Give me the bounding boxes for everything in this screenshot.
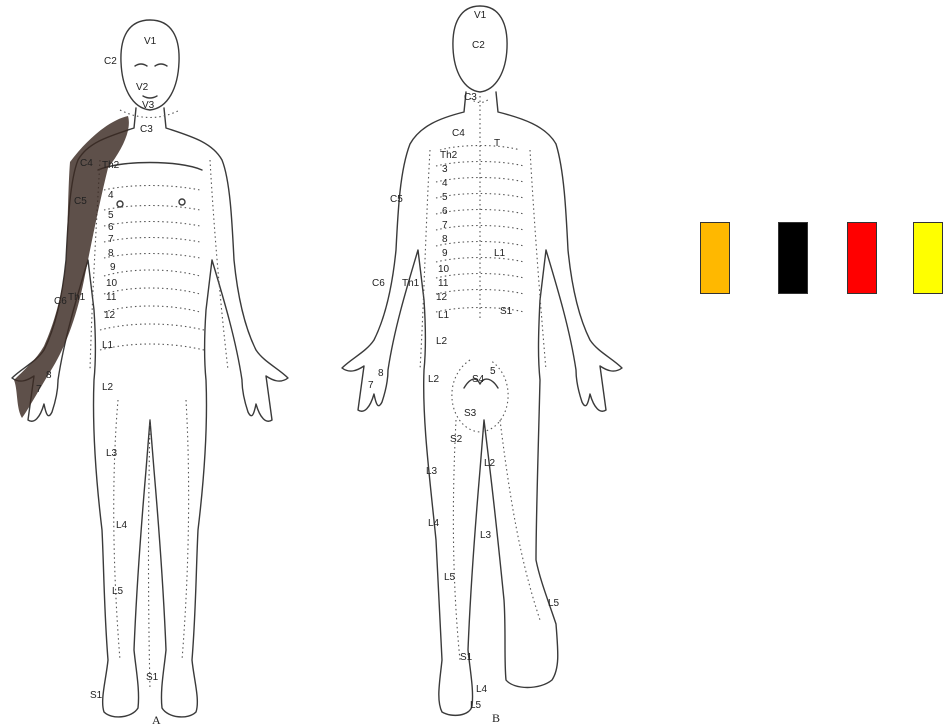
- posterior-body-outline: [342, 92, 622, 715]
- red-color-swatch: [847, 222, 877, 294]
- orange-color-swatch: [700, 222, 730, 294]
- posterior-label-s3: S3: [464, 408, 477, 419]
- anterior-label-t12: 12: [104, 310, 116, 321]
- black-color-swatch: [778, 222, 808, 294]
- anterior-label-v1: V1: [144, 36, 157, 47]
- anterior-label-l2: L2: [102, 382, 114, 393]
- posterior-label-l4: L4: [428, 518, 440, 529]
- posterior-label-l3: L3: [426, 466, 438, 477]
- anterior-label-s1-right: S1: [146, 672, 159, 683]
- posterior-label-s1-heel: S1: [460, 652, 473, 663]
- posterior-label-l1-spine: L1: [494, 248, 506, 259]
- anterior-label-t6: 6: [108, 222, 114, 233]
- anterior-body-outline: [12, 108, 288, 717]
- posterior-label-c2: C2: [472, 40, 485, 51]
- anterior-label-c5: C5: [74, 196, 87, 207]
- posterior-label-c8: 8: [378, 368, 384, 379]
- posterior-label-c5: C5: [390, 194, 403, 205]
- posterior-label-t4: 4: [442, 178, 448, 189]
- anterior-label-t4: 4: [108, 190, 114, 201]
- posterior-label-t9: 9: [442, 248, 448, 259]
- posterior-label-s5: 5: [490, 366, 496, 377]
- anterior-label-c2: C2: [104, 56, 117, 67]
- posterior-label-s2: S2: [450, 434, 463, 445]
- anterior-label-v3: V3: [142, 100, 155, 111]
- yellow-color-swatch: [913, 222, 943, 294]
- posterior-caption: B: [492, 711, 500, 725]
- posterior-label-t8: 8: [442, 234, 448, 245]
- anterior-figure: V1 C2 V2 V3 C3 C4 Th2 C5 4 5 6 7 8 9 10 …: [12, 20, 288, 727]
- anterior-label-t11: 11: [106, 292, 117, 303]
- posterior-label-l2: L2: [436, 336, 448, 347]
- posterior-label-l3b: L3: [480, 530, 492, 541]
- posterior-label-t: T: [494, 138, 500, 149]
- anterior-label-t10: 10: [106, 278, 118, 289]
- posterior-label-c4: C4: [452, 128, 465, 139]
- anterior-head: [121, 20, 179, 110]
- anterior-label-t7: 7: [108, 234, 114, 245]
- posterior-label-c3: C3: [464, 92, 477, 103]
- anterior-label-c6: C6: [54, 296, 67, 307]
- anterior-label-l4: L4: [116, 520, 128, 531]
- posterior-label-l5-foot: L5: [548, 598, 560, 609]
- anterior-label-t8: 8: [108, 248, 114, 259]
- posterior-label-t3: 3: [442, 164, 448, 175]
- anterior-label-c8: 8: [46, 370, 52, 381]
- posterior-label-v1: V1: [474, 10, 487, 21]
- posterior-label-c7: 7: [368, 380, 374, 391]
- posterior-label-s1-back: S1: [500, 306, 513, 317]
- anterior-label-th2: Th2: [102, 160, 120, 171]
- anterior-label-l5: L5: [112, 586, 124, 597]
- anterior-label-th1: Th1: [68, 292, 86, 303]
- anterior-label-t5: 5: [108, 210, 114, 221]
- posterior-label-l5-heel: L5: [470, 700, 482, 711]
- anterior-eyes: [135, 64, 167, 66]
- posterior-label-c6: C6: [372, 278, 385, 289]
- anterior-caption: A: [152, 713, 161, 727]
- anterior-right-nipple: [179, 199, 185, 205]
- anterior-label-c4: C4: [80, 158, 93, 169]
- posterior-label-t6: 6: [442, 206, 448, 217]
- posterior-label-t12: 12: [436, 292, 448, 303]
- anterior-label-l1: L1: [102, 340, 114, 351]
- anterior-label-c7: 7: [36, 384, 42, 395]
- posterior-label-l2c: L2: [484, 458, 496, 469]
- posterior-label-t11: 11: [438, 278, 449, 289]
- anterior-label-v2: V2: [136, 82, 149, 93]
- posterior-label-l1: L1: [438, 310, 450, 321]
- anterior-label-t9: 9: [110, 262, 116, 273]
- posterior-label-l5: L5: [444, 572, 456, 583]
- posterior-label-t10: 10: [438, 264, 450, 275]
- anterior-label-c3: C3: [140, 124, 153, 135]
- posterior-label-l4-heel: L4: [476, 684, 488, 695]
- anterior-label-s1-left: S1: [90, 690, 103, 701]
- anterior-label-l3: L3: [106, 448, 118, 459]
- posterior-label-th2: Th2: [440, 150, 458, 161]
- posterior-label-t5: 5: [442, 192, 448, 203]
- posterior-figure: V1 C2 C3 C4 T Th2 3 4 C5 5 6 7 8 9 L1 10…: [342, 6, 622, 725]
- anterior-mouth: [143, 96, 157, 98]
- posterior-label-s4: S4: [472, 374, 485, 385]
- posterior-label-l2b: L2: [428, 374, 440, 385]
- posterior-label-th1: Th1: [402, 278, 420, 289]
- posterior-label-t7: 7: [442, 220, 448, 231]
- anterior-left-nipple: [117, 201, 123, 207]
